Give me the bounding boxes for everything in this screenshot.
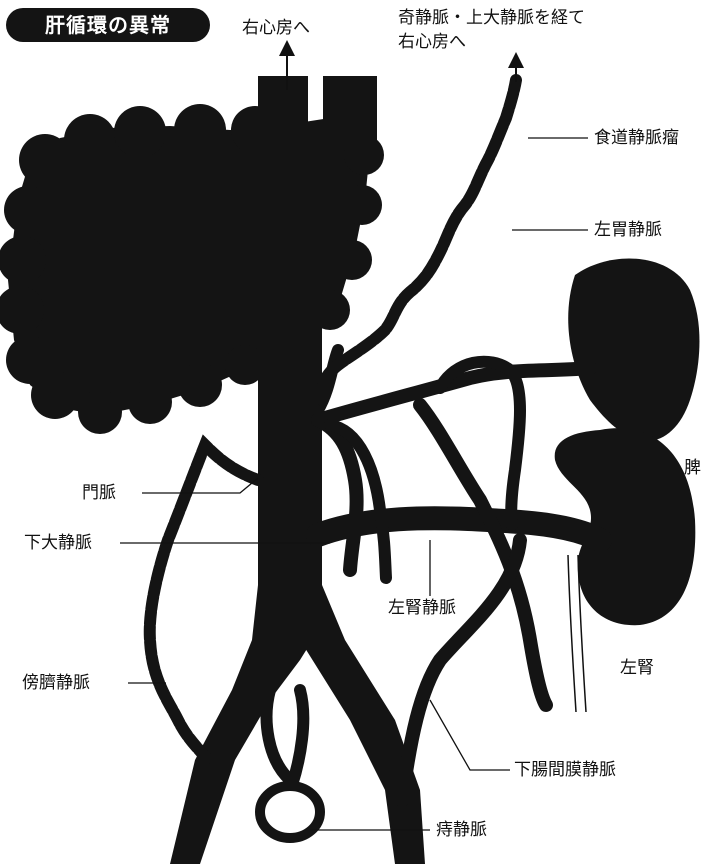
label-paraumbilical-vein: 傍臍静脈: [22, 673, 90, 693]
label-left-renal-vein: 左腎静脈: [388, 598, 456, 618]
label-inferior-mesenteric-vein: 下腸間膜静脈: [514, 760, 616, 780]
figure-title: 肝循環の異常: [6, 8, 210, 42]
label-spleen: 脾: [684, 458, 701, 478]
inferior-mesenteric-vein-path: [402, 540, 520, 800]
label-left-gastric-vein: 左胃静脈: [594, 220, 662, 240]
label-left-kidney: 左腎: [620, 658, 654, 678]
label-inferior-vena-cava: 下大静脈: [24, 533, 92, 553]
aorta-block: [323, 76, 377, 146]
label-to-right-atrium: 右心房へ: [242, 18, 310, 38]
spleen: [568, 258, 699, 441]
label-via-azygos-line1: 奇静脈・上大静脈を経て: [398, 8, 585, 28]
ivc-upper: [258, 76, 308, 156]
label-hemorrhoidal-vein: 痔静脈: [436, 820, 487, 840]
hemorrhoidal-veins: [260, 690, 320, 838]
label-via-azygos-line2: 右心房へ: [398, 32, 466, 52]
label-portal-vein: 門脈: [82, 483, 116, 503]
label-esophageal-varix: 食道静脈瘤: [594, 128, 679, 148]
